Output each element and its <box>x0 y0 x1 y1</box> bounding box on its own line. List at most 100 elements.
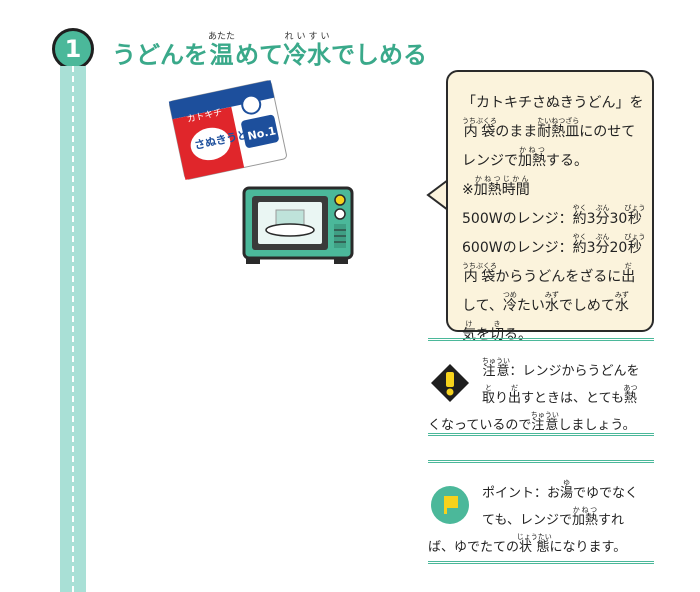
text-segment: すれ <box>597 513 624 528</box>
text-segment: 600Wのレンジ： <box>462 240 573 256</box>
ruby-text: 約やく <box>572 233 587 256</box>
furigana: うちぶくろ <box>462 117 497 125</box>
furigana: みず <box>614 291 629 299</box>
point-text: ポイント：お湯ゆでゆでなくても、レンジで加熱かねつすれば、ゆでたての状態じょうた… <box>428 479 654 560</box>
title-segment: めて <box>235 41 284 69</box>
furigana: き <box>490 320 504 328</box>
ruby-text: 出だ <box>621 262 636 285</box>
instructions-bubble: 「カトキチさぬきうどん」を内袋うちぶくろのまま耐熱皿たいねつざらにのせてレンジで… <box>446 70 654 343</box>
ruby-text: 加熱かねつ <box>518 146 546 169</box>
furigana: じょうたい <box>516 533 552 541</box>
point-note: ポイント：お湯ゆでゆでなくても、レンジで加熱かねつすれば、ゆでたての状態じょうた… <box>428 460 654 564</box>
furigana: だ <box>621 262 636 270</box>
instruction-line: 内袋うちぶくろからうどんをざるに出だ <box>462 262 640 291</box>
ruby-text: 秒びょう <box>624 204 646 227</box>
text-segment: からうどんをざるに <box>495 269 622 285</box>
ruby-text: 冷つめ <box>502 291 517 314</box>
text-segment: 「カトキチさぬきうどん」を <box>462 95 644 111</box>
ruby-text: 分ぷん <box>595 233 610 256</box>
furigana: やく <box>572 233 587 241</box>
text-segment: する。 <box>546 153 588 169</box>
ruby-text: 注意ちゅうい <box>530 411 559 433</box>
caution-line: 注意ちゅうい：レンジからうどんを <box>428 357 654 384</box>
furigana: と <box>482 384 495 392</box>
text-segment: でゆでなく <box>573 486 639 501</box>
text-segment: り <box>495 391 509 406</box>
furigana: ぷん <box>595 204 610 212</box>
step-number-badge: 1 <box>52 28 94 70</box>
text-segment: になります。 <box>549 540 627 555</box>
point-line: ても、レンジで加熱かねつすれ <box>428 506 654 533</box>
ruby-text: 内袋うちぶくろ <box>462 117 497 140</box>
instruction-line: レンジで加熱かねつする。 <box>462 146 640 175</box>
point-line: ポイント：お湯ゆでゆでなく <box>428 479 654 506</box>
furigana: みず <box>544 291 559 299</box>
step-title: うどんを温あたためて冷水れいすいでしめる <box>112 10 427 76</box>
furigana: たいねつざら <box>537 117 580 125</box>
text-segment: して、 <box>462 298 503 314</box>
text-segment: しましょう。 <box>558 418 636 433</box>
step-number: 1 <box>64 35 82 63</box>
caution-text: 注意ちゅうい：レンジからうどんを取とり出だすときは、とても熱あつくなっているので… <box>428 357 654 438</box>
package-badge-text: No.1 <box>246 124 277 143</box>
furigana: かねつ <box>571 506 598 514</box>
exclamation-icon <box>431 364 469 402</box>
flag-icon <box>431 486 469 524</box>
title-ruby: 冷水れいすい <box>283 32 332 69</box>
ruby-text: 熱あつ <box>623 384 638 406</box>
ruby-text: 耐熱皿たいねつざら <box>537 117 580 140</box>
ruby-text: 水みず <box>614 291 629 314</box>
furigana: かねつじかん <box>473 175 530 183</box>
ruby-text: 湯ゆ <box>560 479 574 501</box>
text-segment: 3 <box>586 211 596 227</box>
ruby-text: 出だ <box>508 384 522 406</box>
text-segment: ポイント：お <box>482 486 561 501</box>
text-segment: 20 <box>609 240 628 256</box>
udon-package-image: カトキチ さぬきうどん No.1 <box>168 80 287 180</box>
text-segment: 500Wのレンジ： <box>462 211 573 227</box>
text-segment: たい <box>516 298 545 314</box>
furigana: かねつ <box>518 146 546 154</box>
instruction-line: して、冷つめたい水みずでしめて水みず <box>462 291 640 320</box>
text-segment: にのせて <box>579 124 636 140</box>
furigana: びょう <box>624 204 646 212</box>
furigana: ゆ <box>560 479 574 487</box>
furigana: びょう <box>624 233 646 241</box>
caution-line: 取とり出だすときは、とても熱あつ <box>428 384 654 411</box>
furigana: あつ <box>623 384 638 392</box>
text-segment: ※ <box>462 182 474 198</box>
text-segment: ば、ゆでたての <box>428 540 520 555</box>
text-segment: ても、レンジで <box>482 513 572 528</box>
caution-note: 注意ちゅうい：レンジからうどんを取とり出だすときは、とても熱あつくなっているので… <box>428 338 654 436</box>
text-segment: レンジで <box>462 153 518 169</box>
instruction-line: 内袋うちぶくろのまま耐熱皿たいねつざらにのせて <box>462 117 640 146</box>
furigana: け <box>462 320 476 328</box>
microwave-icon <box>242 186 354 264</box>
title-segment: うどんを <box>112 41 208 69</box>
furigana: つめ <box>502 291 517 299</box>
ruby-text: 状態じょうたい <box>516 533 552 555</box>
ruby-text: 内袋うちぶくろ <box>462 262 497 285</box>
furigana: ぷん <box>595 233 610 241</box>
instruction-line: 600Wのレンジ：約やく3分ぷん20秒びょう <box>462 233 645 262</box>
point-line: ば、ゆでたての状態じょうたいになります。 <box>428 533 654 560</box>
ruby-text: 約やく <box>572 204 587 227</box>
furigana: やく <box>572 204 587 212</box>
rail-dashed-line <box>72 66 74 592</box>
ruby-text: 水みず <box>544 291 559 314</box>
text-segment: 30 <box>609 211 628 227</box>
furigana: ちゅうい <box>530 411 559 419</box>
ruby-text: 加熱時間かねつじかん <box>473 175 530 198</box>
text-segment: すときは、とても <box>521 391 625 406</box>
title-segment: でしめる <box>331 41 428 69</box>
text-segment: のまま <box>495 124 538 140</box>
instruction-line: 500Wのレンジ：約やく3分ぷん30秒びょう <box>462 204 645 233</box>
furigana: だ <box>508 384 522 392</box>
ruby-text: 加熱かねつ <box>571 506 598 528</box>
ruby-text: 取と <box>482 384 496 406</box>
ruby-text: 秒びょう <box>624 233 646 256</box>
instruction-line: ※加熱時間かねつじかん <box>462 175 640 204</box>
title-ruby: 温あたた <box>208 32 236 69</box>
text-segment: でしめて <box>558 298 615 314</box>
text-segment: ：レンジからうどんを <box>509 364 640 379</box>
